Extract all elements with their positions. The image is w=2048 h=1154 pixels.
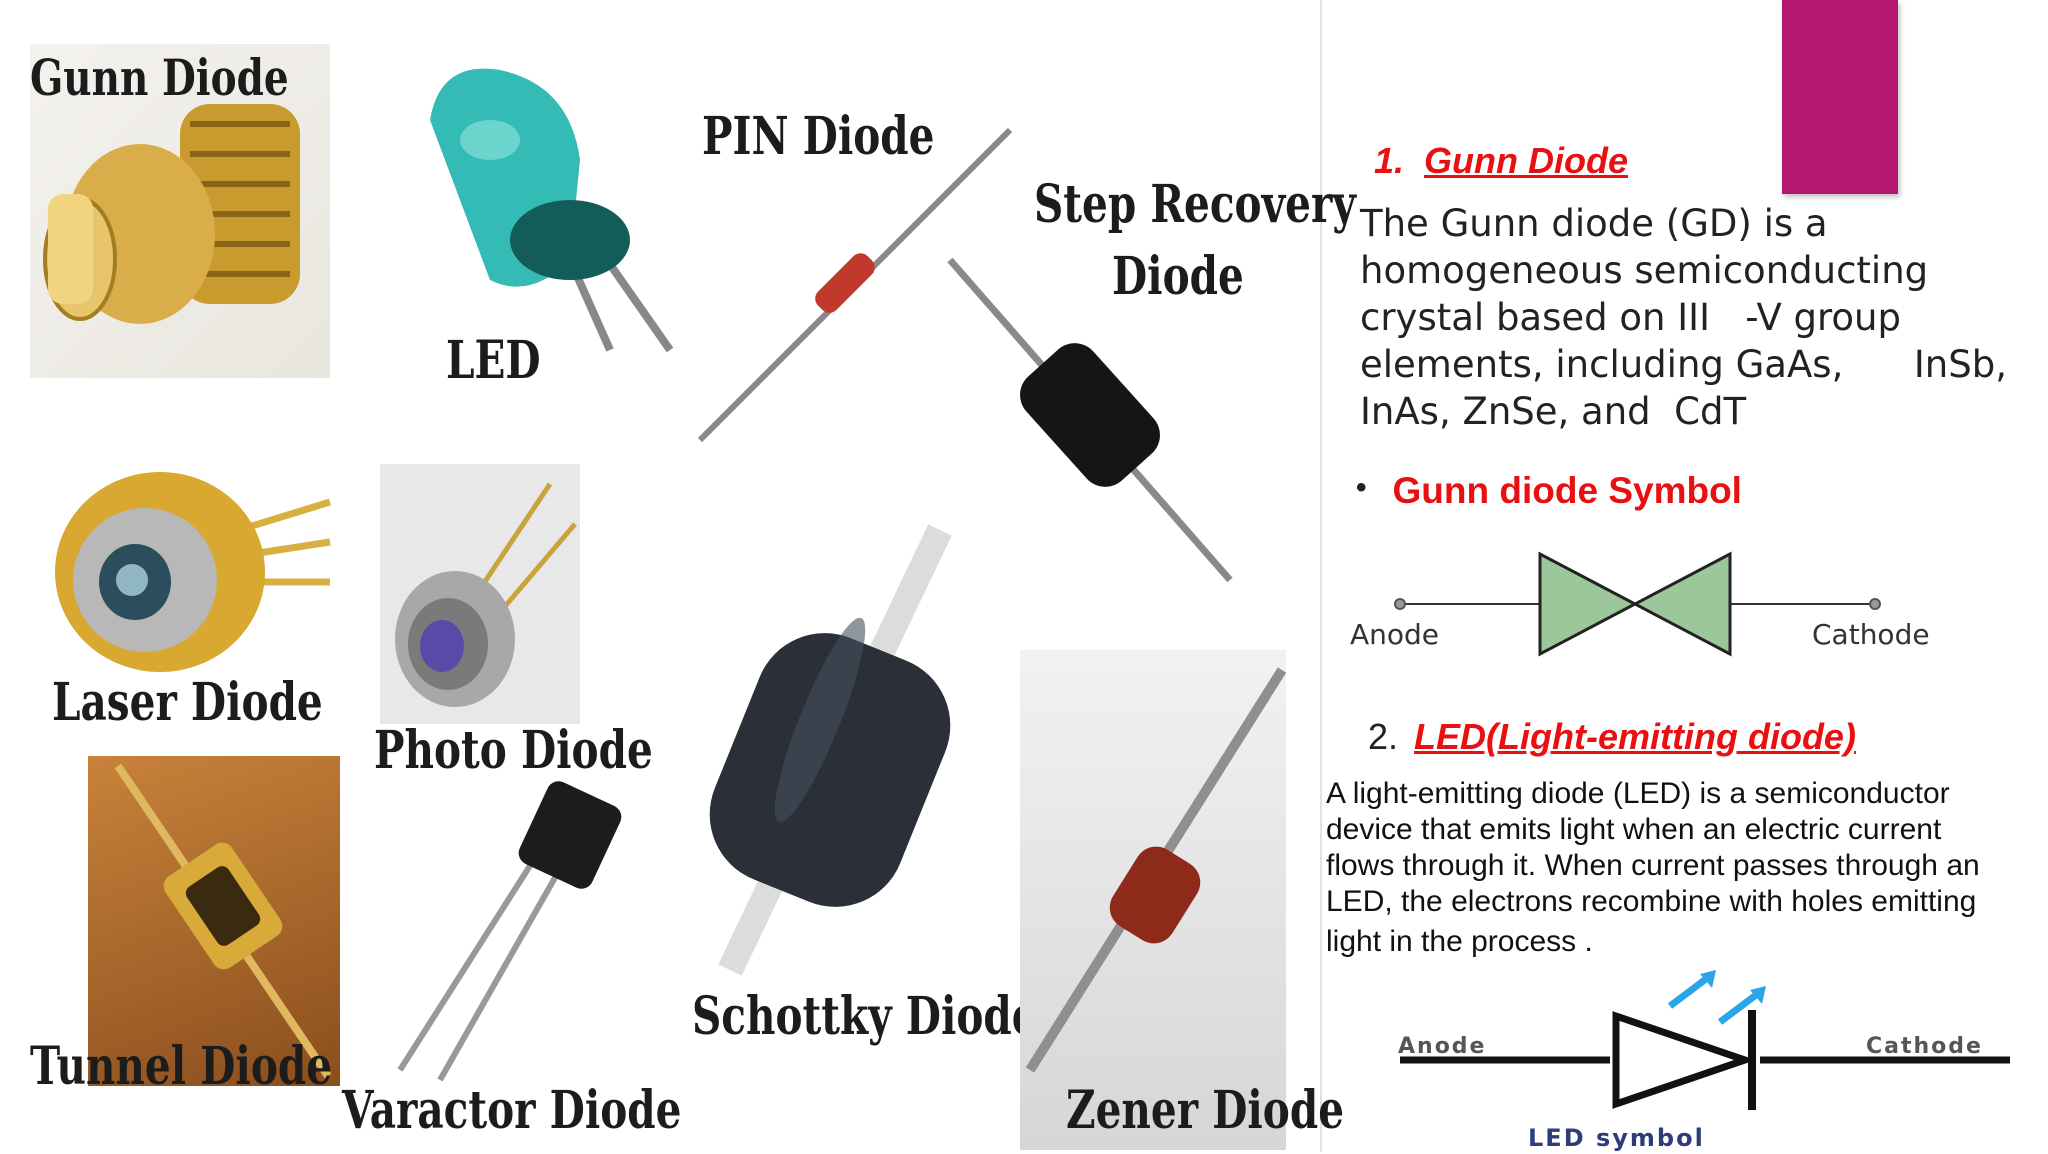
zener-diode-photo [1020, 650, 1287, 1150]
laser-diode-photo [50, 462, 340, 682]
tunnel-diode-label: Tunnel Diode [30, 1036, 333, 1097]
gunn-diode-symbol [1340, 548, 1960, 668]
section1-line: The Gunn diode (GD) is a [1360, 202, 1828, 245]
section2-line: LED, the electrons recombine with holes … [1326, 885, 1977, 918]
zener-diode-label: Zener Diode [1066, 1080, 1345, 1141]
gunn-cathode-label: Cathode [1812, 618, 1930, 651]
section2-line: light in the process . [1326, 925, 1593, 958]
step-recovery-diode-photo [940, 250, 1240, 590]
section2-line: flows through it. When current passes th… [1326, 849, 1980, 882]
section1-line: crystal based on III -V group [1360, 296, 1901, 339]
accent-bar [1782, 0, 1898, 194]
laser-diode-label: Laser Diode [52, 672, 323, 733]
section2-line: device that emits light when an electric… [1326, 813, 1942, 846]
bullet-dot: • [1356, 471, 1367, 504]
section1-paragraph: The Gunn diode (GD) is a homogeneous sem… [1360, 200, 2007, 435]
led-photo [410, 60, 690, 360]
photo-diode-label: Photo Diode [374, 720, 653, 781]
section1-line: InAs, ZnSe, and CdT [1360, 390, 1747, 433]
section2-title: LED(Light-emitting diode) [1414, 716, 1856, 757]
pin-diode-photo [690, 120, 1020, 450]
section2-paragraph: A light-emitting diode (LED) is a semico… [1326, 776, 2046, 960]
schottky-diode-photo [690, 520, 980, 980]
step-recovery-label-line1: Step Recovery [1034, 174, 1356, 235]
section1-line: homogeneous semiconducting [1360, 249, 1929, 292]
gunn-symbol-bullet-text: Gunn diode Symbol [1392, 470, 1742, 511]
led-label: LED [446, 330, 541, 391]
step-recovery-label-line2: Diode [1112, 246, 1244, 307]
section1-heading: 1. Gunn Diode [1374, 140, 1628, 182]
pin-diode-label: PIN Diode [702, 106, 935, 167]
schottky-diode-label: Schottky Diode [692, 986, 1038, 1047]
section1-title: Gunn Diode [1424, 140, 1629, 181]
tunnel-diode-photo [88, 756, 340, 1086]
led-symbol [1360, 966, 2020, 1116]
section2-line: A light-emitting diode (LED) is a semico… [1326, 777, 1950, 810]
gunn-diode-photo [30, 44, 330, 378]
diode-photo-collage: Gunn Diode LED PIN Diode Step Recovery D… [30, 0, 1356, 1152]
led-anode-label: Anode [1398, 1034, 1487, 1059]
gunn-diode-label: Gunn Diode [30, 48, 289, 107]
section2-number: 2. [1368, 716, 1399, 757]
gunn-symbol-bullet: • Gunn diode Symbol [1356, 470, 1742, 512]
photo-diode-photo [380, 464, 580, 724]
section1-line: elements, including GaAs, InSb, [1360, 343, 2007, 386]
gunn-anode-label: Anode [1350, 618, 1440, 651]
led-symbol-caption: LED symbol [1528, 1124, 1705, 1152]
varactor-diode-label: Varactor Diode [342, 1080, 682, 1141]
led-cathode-label: Cathode [1866, 1034, 1983, 1059]
section2-heading: 2. LED(Light-emitting diode) [1368, 716, 1856, 758]
section1-number: 1. [1374, 140, 1405, 181]
varactor-diode-photo [390, 770, 630, 1090]
